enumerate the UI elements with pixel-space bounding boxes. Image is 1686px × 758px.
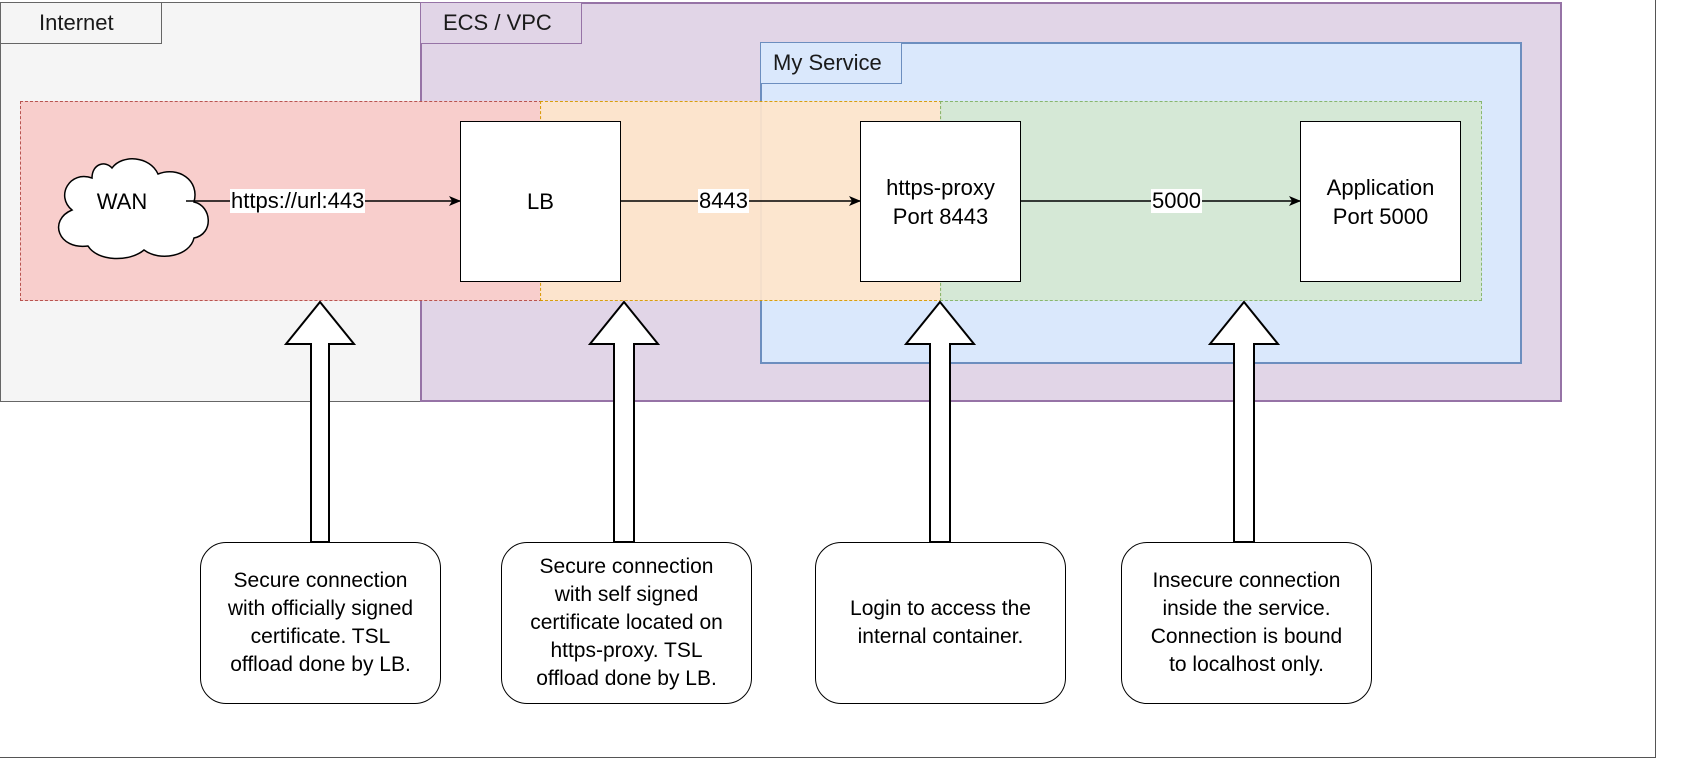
note-insecure-localhost: Insecure connection inside the service. …: [1121, 542, 1372, 704]
internet-zone-label: Internet: [0, 2, 162, 44]
note-line: Secure connection: [539, 555, 714, 578]
https-proxy-node: https-proxy Port 8443: [860, 121, 1021, 282]
my-service-zone-label: My Service: [760, 42, 902, 84]
note-line: inside the service.: [1162, 597, 1331, 620]
note-line: to localhost only.: [1169, 653, 1324, 676]
note-login-internal-container: Login to access the internal container.: [815, 542, 1066, 704]
application-node: Application Port 5000: [1300, 121, 1461, 282]
note-line: Secure connection: [233, 569, 408, 592]
note-line: certificate. TSL: [250, 625, 391, 648]
note-line: offload done by LB.: [536, 667, 717, 690]
ecs-vpc-zone-label: ECS / VPC: [420, 2, 582, 44]
edge-label-wan-lb: https://url:443: [230, 188, 366, 213]
callout-arrow-2: [587, 300, 661, 543]
callout-arrow-1: [283, 300, 357, 543]
https-proxy-port: Port 8443: [892, 203, 989, 229]
note-line: https-proxy. TSL: [550, 639, 703, 662]
lb-node-label: LB: [527, 189, 554, 214]
note-secure-official-cert: Secure connection with officially signed…: [200, 542, 441, 704]
note-line: Login to access the: [850, 597, 1031, 620]
https-proxy-name: https-proxy: [886, 174, 995, 200]
application-port: Port 5000: [1332, 203, 1429, 229]
edge-label-proxy-app: 5000: [1151, 188, 1202, 213]
note-line: with officially signed: [227, 597, 414, 620]
application-name: Application: [1326, 174, 1435, 200]
note-line: with self signed: [554, 583, 699, 606]
edge-label-lb-proxy: 8443: [698, 188, 749, 213]
wan-cloud-icon: [57, 158, 209, 260]
note-line: offload done by LB.: [230, 653, 411, 676]
note-secure-self-signed-cert: Secure connection with self signed certi…: [501, 542, 752, 704]
wan-label: WAN: [96, 189, 148, 214]
note-line: Connection is bound: [1150, 625, 1343, 648]
callout-arrow-3: [903, 300, 977, 543]
note-line: internal container.: [857, 625, 1024, 648]
lb-node: LB: [460, 121, 621, 282]
note-line: certificate located on: [530, 611, 723, 634]
note-line: Insecure connection: [1152, 569, 1341, 592]
callout-arrow-4: [1207, 300, 1281, 543]
